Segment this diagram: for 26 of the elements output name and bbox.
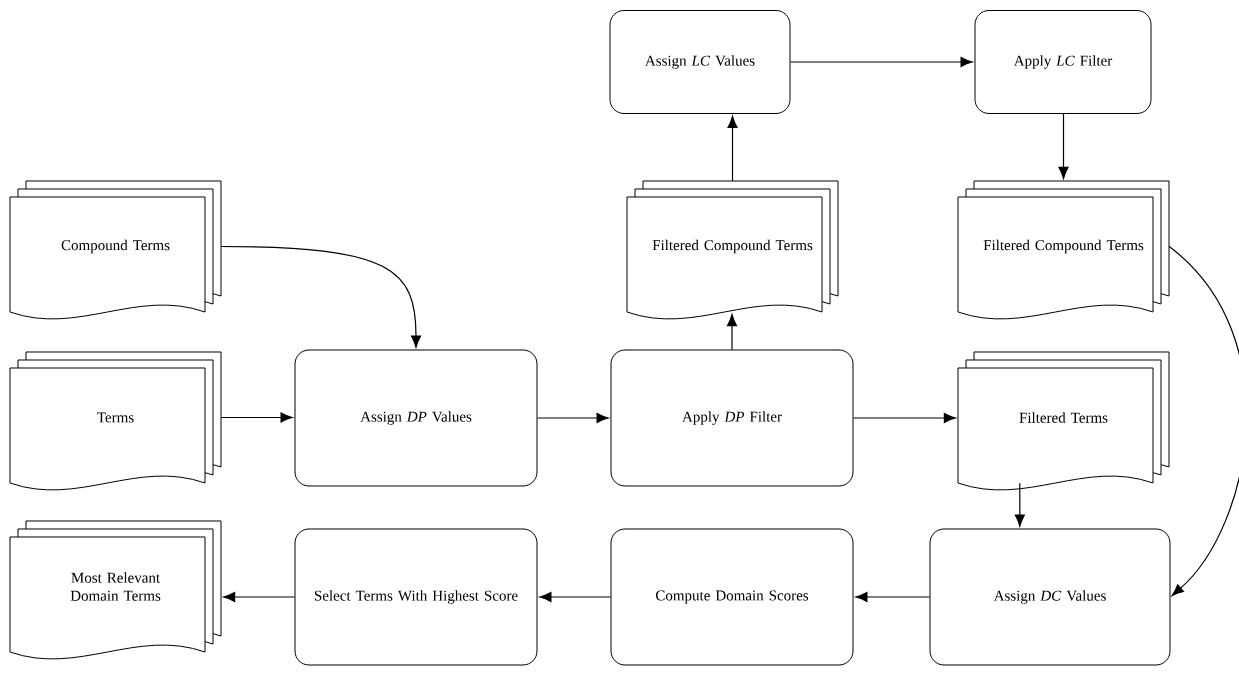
- document-stack: Filtered Compound Terms: [626, 180, 839, 320]
- process-box: Assign LC Values: [609, 10, 791, 114]
- arrow: [789, 56, 973, 68]
- process-box: Compute Domain Scores: [610, 528, 854, 666]
- process-box: Apply LC Filter: [974, 10, 1152, 114]
- process-box: Assign DP Values: [294, 349, 538, 487]
- arrow: [1014, 514, 1025, 527]
- arrow: [220, 412, 293, 423]
- arrow: [1168, 245, 1239, 597]
- arrow: [727, 115, 738, 182]
- document-stack: Terms: [9, 351, 222, 491]
- process-box: Apply DP Filter: [610, 349, 854, 487]
- process-box: Assign DC Values: [929, 528, 1171, 666]
- document-stack: Filtered Compound Terms: [957, 180, 1170, 320]
- arrow: [727, 313, 738, 351]
- arrow: [1058, 113, 1069, 180]
- process-box: Select Terms With Highest Score: [294, 528, 538, 666]
- document-stack: Compound Terms: [9, 180, 222, 320]
- arrow: [539, 591, 612, 602]
- arrow: [223, 591, 296, 602]
- arrow: [852, 412, 957, 424]
- arrow: [855, 591, 931, 602]
- arrow: [220, 245, 422, 348]
- document-stack: Most Relevant Domain Terms: [9, 520, 222, 660]
- document-stack: Filtered Terms: [957, 351, 1170, 491]
- arrow: [536, 412, 609, 424]
